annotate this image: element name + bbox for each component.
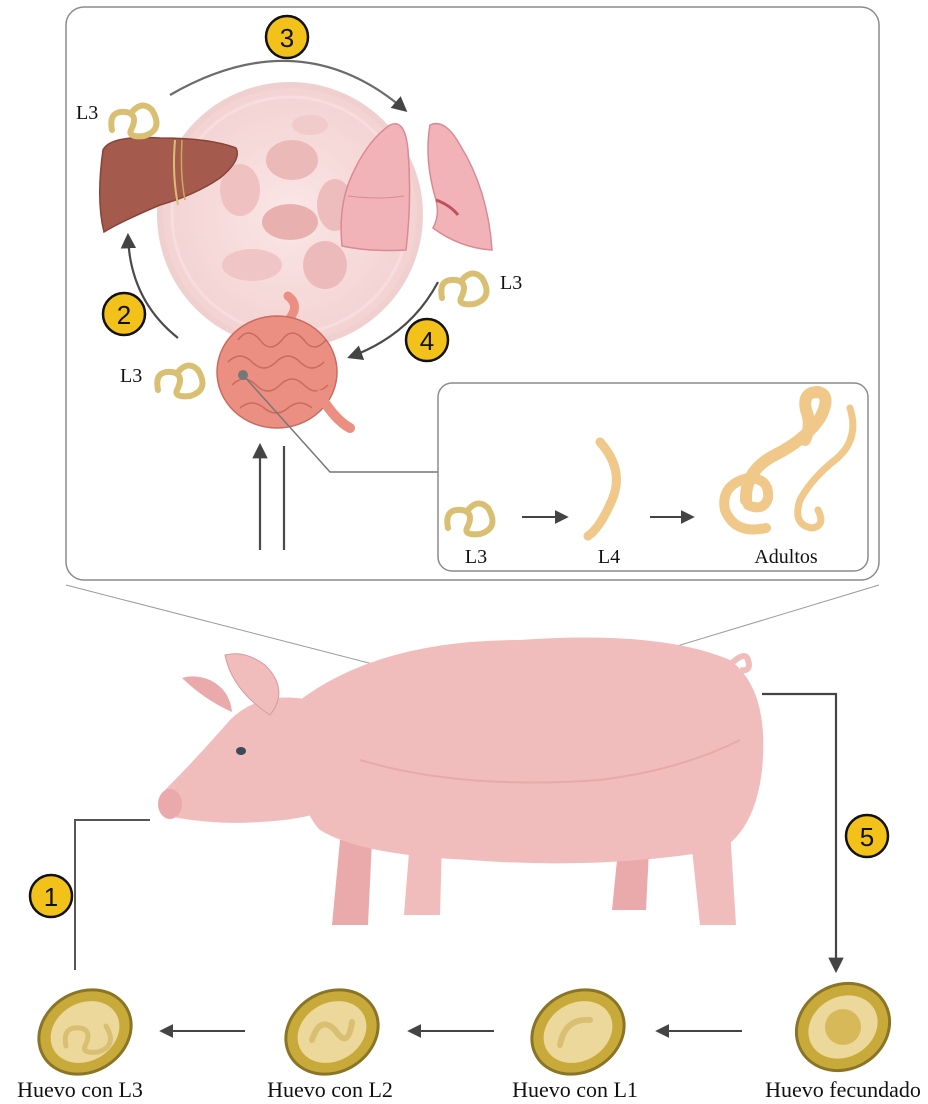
egg-with-l3 <box>23 973 146 1090</box>
svg-text:5: 5 <box>860 822 874 852</box>
label-l3-liver: L3 <box>76 102 98 124</box>
step-badge-5: 5 <box>846 815 888 857</box>
pig-illustration <box>158 638 763 926</box>
step-badge-3: 3 <box>266 16 308 58</box>
dev-label-adults: Adultos <box>754 546 818 568</box>
svg-text:4: 4 <box>420 326 434 356</box>
egg-label-fertilized: Huevo fecundado <box>765 1077 921 1102</box>
svg-text:1: 1 <box>44 882 58 912</box>
dev-label-l4: L4 <box>598 546 620 568</box>
excretion-path <box>762 694 836 970</box>
egg-fertilized <box>780 967 905 1088</box>
egg-with-l2 <box>270 973 393 1090</box>
svg-text:2: 2 <box>117 300 131 330</box>
ingestion-path <box>75 820 150 970</box>
step-badge-4: 4 <box>406 319 448 361</box>
svg-text:3: 3 <box>280 23 294 53</box>
label-l3-lungs: L3 <box>500 272 522 294</box>
label-l3-intestine: L3 <box>120 365 142 387</box>
egg-label-l2: Huevo con L2 <box>267 1077 393 1102</box>
egg-label-l1: Huevo con L1 <box>512 1077 638 1102</box>
egg-label-l3: Huevo con L3 <box>17 1077 143 1102</box>
dev-label-l3: L3 <box>465 546 487 568</box>
egg-with-l1 <box>516 973 639 1090</box>
step-badge-1: 1 <box>30 875 72 917</box>
step-badge-2: 2 <box>103 293 145 335</box>
